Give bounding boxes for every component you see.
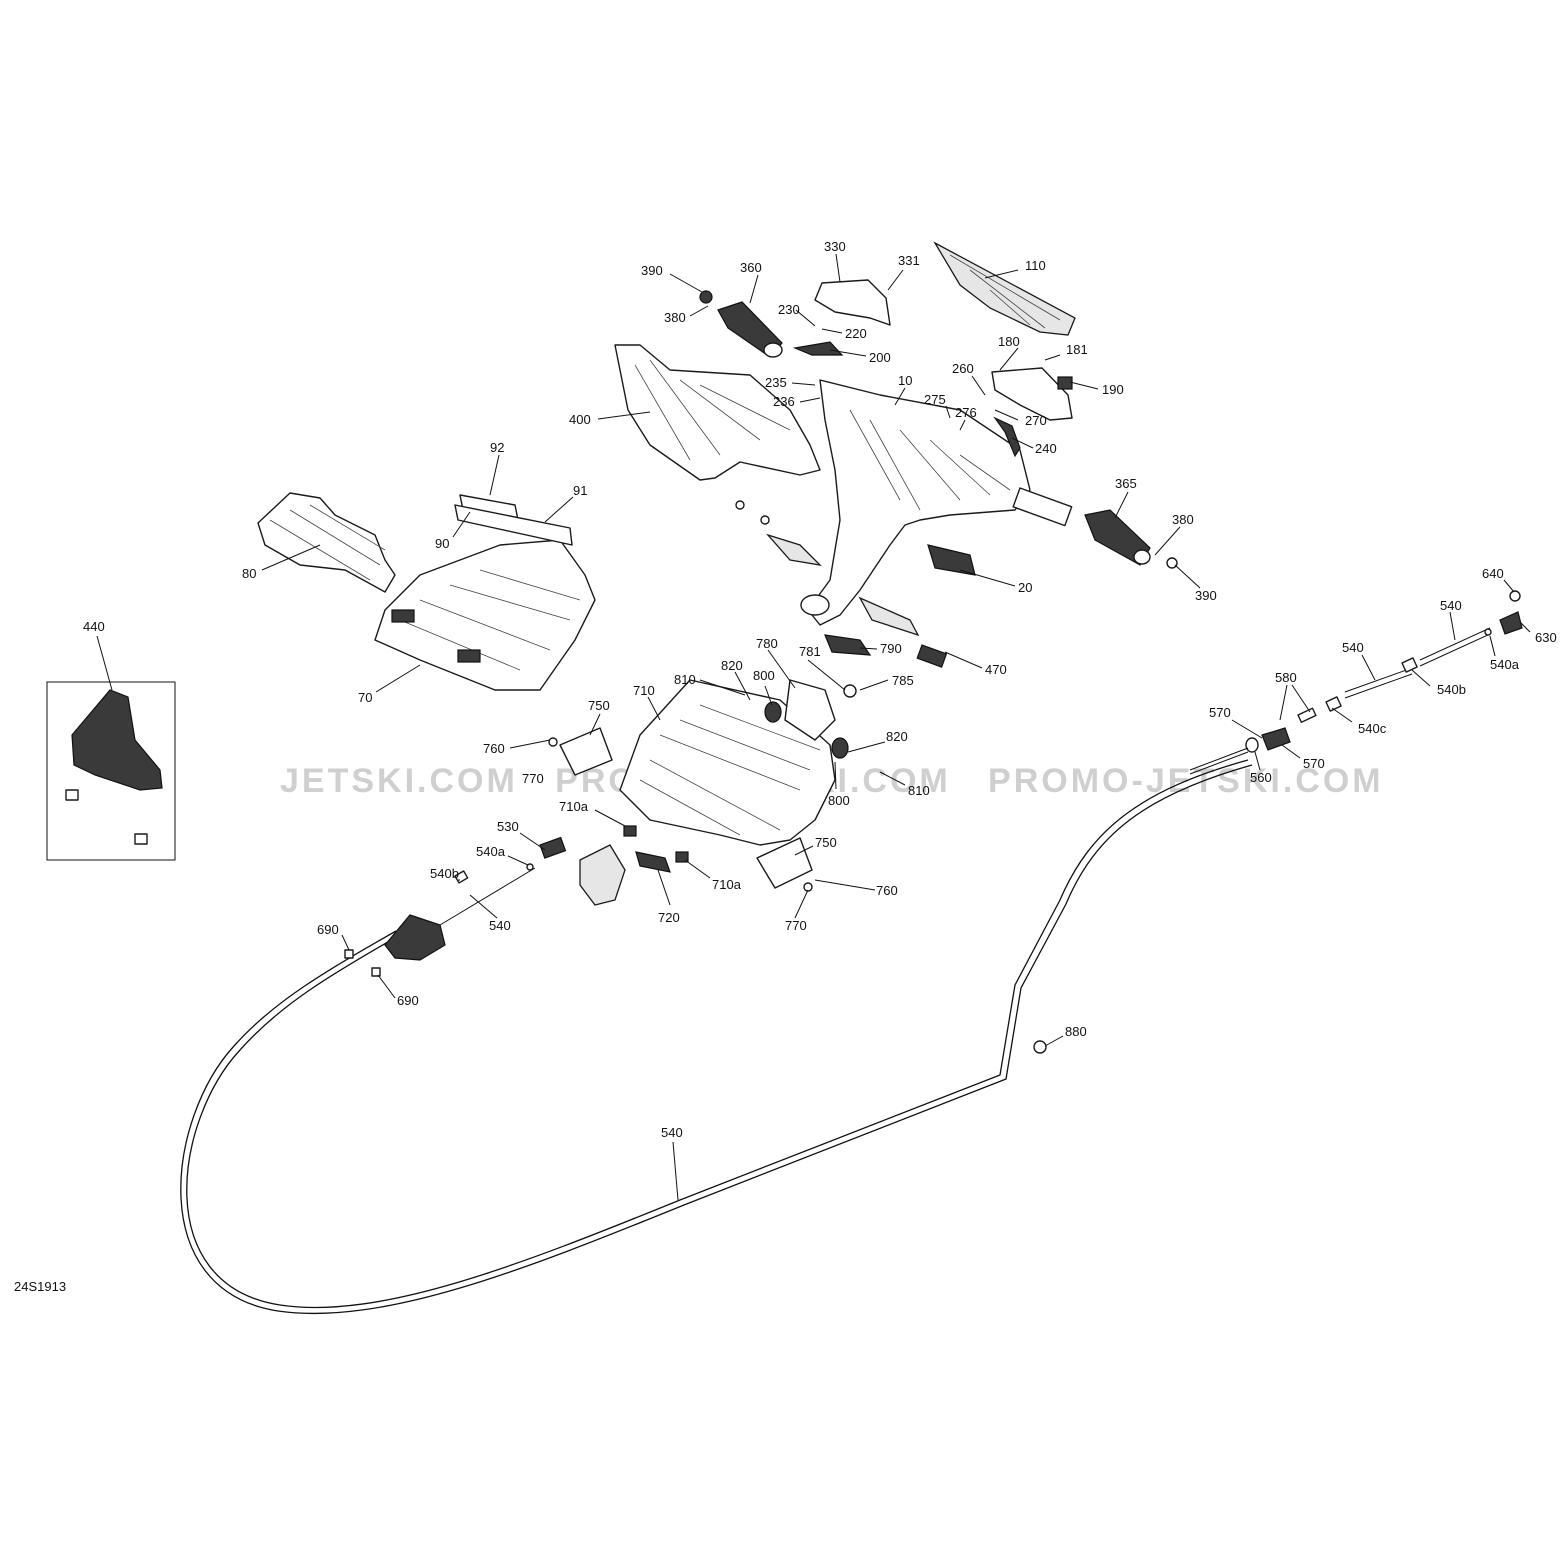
callout-70: 70 xyxy=(358,690,372,705)
callout-760: 760 xyxy=(483,741,505,756)
callout-240: 240 xyxy=(1035,441,1057,456)
callout-276: 276 xyxy=(955,405,977,420)
callout-785: 785 xyxy=(892,673,914,688)
callout-181: 181 xyxy=(1066,342,1088,357)
callout-780: 780 xyxy=(756,636,778,651)
callout-640: 640 xyxy=(1482,566,1504,581)
callout-275: 275 xyxy=(924,392,946,407)
callout-720: 720 xyxy=(658,910,680,925)
callout-360: 360 xyxy=(740,260,762,275)
steering-column-710 xyxy=(619,679,836,846)
brackets-90-91-92 xyxy=(454,494,573,546)
callout-380: 380 xyxy=(664,310,686,325)
callout-580: 580 xyxy=(1275,670,1297,685)
callout-800-lower: 800 xyxy=(828,793,850,808)
handlebar-padding-110 xyxy=(933,241,1076,336)
callout-200: 200 xyxy=(869,350,891,365)
callout-400: 400 xyxy=(569,412,591,427)
callout-90: 90 xyxy=(435,536,449,551)
callout-330: 330 xyxy=(824,239,846,254)
callout-790: 790 xyxy=(880,641,902,656)
callout-380-right: 380 xyxy=(1172,512,1194,527)
callout-781: 781 xyxy=(799,644,821,659)
callout-190: 190 xyxy=(1102,382,1124,397)
callout-570: 570 xyxy=(1209,705,1231,720)
callout-710: 710 xyxy=(633,683,655,698)
steering-stem-10 xyxy=(800,379,1073,626)
callout-390: 390 xyxy=(641,263,663,278)
cable-front-end xyxy=(344,825,689,977)
drawing-id: 24S1913 xyxy=(14,1279,66,1294)
callout-760-lower: 760 xyxy=(876,883,898,898)
console-80 xyxy=(257,492,396,593)
callout-770-lower: 770 xyxy=(785,918,807,933)
callout-750-lower: 750 xyxy=(815,835,837,850)
callout-630: 630 xyxy=(1535,630,1557,645)
callout-750: 750 xyxy=(588,698,610,713)
callout-540a-right: 540a xyxy=(1490,657,1520,672)
callout-220: 220 xyxy=(845,326,867,341)
callout-710a-lower: 710a xyxy=(712,877,742,892)
lever-200 xyxy=(792,341,844,356)
callout-690-lower: 690 xyxy=(397,993,419,1008)
callout-530: 530 xyxy=(497,819,519,834)
callout-540-right: 540 xyxy=(1342,640,1364,655)
control-cable xyxy=(180,759,1253,1315)
callout-810: 810 xyxy=(674,672,696,687)
steering-shaft-parts xyxy=(735,500,948,668)
callout-820-lower: 820 xyxy=(886,729,908,744)
callout-540c: 540c xyxy=(1358,721,1387,736)
callout-80: 80 xyxy=(242,566,256,581)
cable-rear-end xyxy=(1189,590,1523,775)
grip-365 xyxy=(1084,509,1178,569)
callout-540b: 540b xyxy=(430,866,459,881)
callout-235: 235 xyxy=(765,375,787,390)
callout-10: 10 xyxy=(898,373,912,388)
callout-560: 560 xyxy=(1250,770,1272,785)
callout-390-right: 390 xyxy=(1195,588,1217,603)
callout-260: 260 xyxy=(952,361,974,376)
bushings-750-770 xyxy=(548,727,813,892)
callout-540a: 540a xyxy=(476,844,506,859)
leader-lines xyxy=(96,253,1531,1201)
callout-540b-right: 540b xyxy=(1437,682,1466,697)
inset-440 xyxy=(46,681,176,861)
cover-330 xyxy=(814,279,891,326)
callout-365: 365 xyxy=(1115,476,1137,491)
callout-540-upper: 540 xyxy=(1440,598,1462,613)
callout-236: 236 xyxy=(773,394,795,409)
callout-570-right: 570 xyxy=(1303,756,1325,771)
callout-770: 770 xyxy=(522,771,544,786)
callout-540: 540 xyxy=(489,918,511,933)
callout-710a: 710a xyxy=(559,799,589,814)
callout-800: 800 xyxy=(753,668,775,683)
callout-440: 440 xyxy=(83,619,105,634)
callout-230: 230 xyxy=(778,302,800,317)
side-cover-400 xyxy=(614,344,821,481)
lever-240 xyxy=(993,416,1021,458)
callout-880: 880 xyxy=(1065,1024,1087,1039)
callout-270: 270 xyxy=(1025,413,1047,428)
callout-110: 110 xyxy=(1025,258,1046,273)
callout-820: 820 xyxy=(721,658,743,673)
callout-91: 91 xyxy=(573,483,587,498)
callout-810-lower: 810 xyxy=(908,783,930,798)
callout-labels: 390 360 380 330 331 110 230 220 200 180 … xyxy=(83,239,1557,1140)
grip-360 xyxy=(699,290,783,358)
console-70 xyxy=(374,539,596,691)
callout-540-bottom: 540 xyxy=(661,1125,683,1140)
callout-180: 180 xyxy=(998,334,1020,349)
callout-690: 690 xyxy=(317,922,339,937)
callout-331: 331 xyxy=(898,253,920,268)
callout-20: 20 xyxy=(1018,580,1032,595)
pivot-780-781 xyxy=(764,634,872,759)
callout-470: 470 xyxy=(985,662,1007,677)
cover-180 xyxy=(991,367,1073,421)
callout-92: 92 xyxy=(490,440,504,455)
clamp-880 xyxy=(1033,1040,1047,1054)
switch-20 xyxy=(927,544,976,576)
